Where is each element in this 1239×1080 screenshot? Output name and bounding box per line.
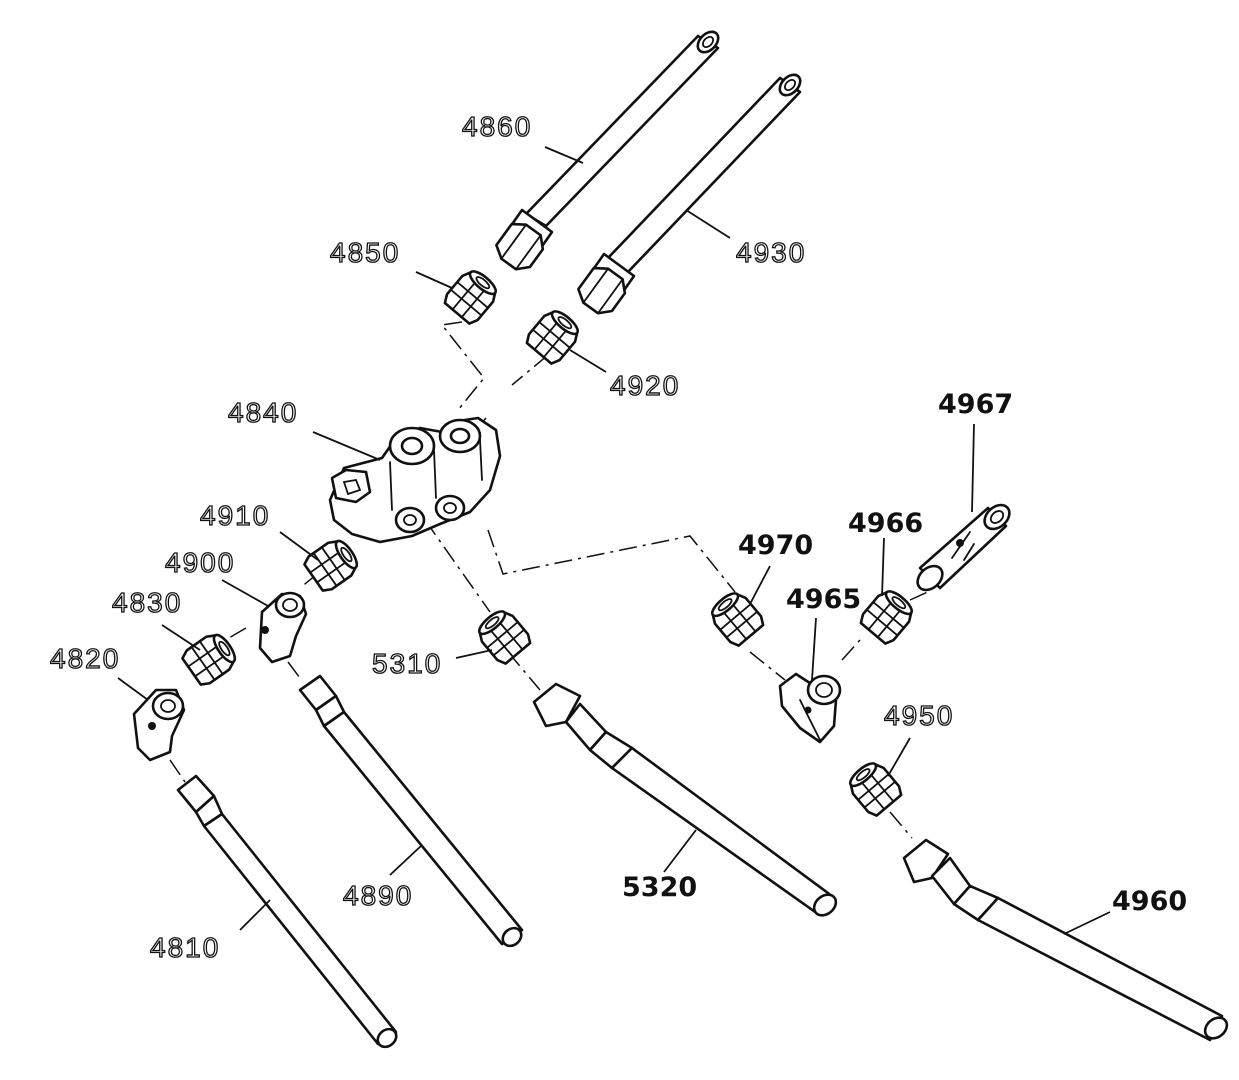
label-4910: 4910 (200, 500, 270, 531)
part-4900-elbow (258, 591, 308, 664)
part-4960-hose (902, 838, 1229, 1042)
leader-lines (117, 146, 1111, 935)
label-4970: 4970 (738, 530, 813, 561)
part-4970-fitting (704, 585, 768, 650)
part-4965-tee (778, 672, 842, 744)
label-4960: 4960 (1112, 886, 1187, 917)
label-5320: 5320 (622, 872, 697, 903)
part-4860-tube (490, 30, 720, 277)
part-4850-fitting (440, 263, 504, 328)
part-4967-cylinder (916, 503, 1011, 592)
part-4910-fitting (300, 533, 365, 596)
part-labels: 4860 4930 4850 4920 4840 4910 4900 4830 … (49, 110, 1187, 963)
label-4860: 4860 (462, 111, 532, 142)
label-4820: 4820 (50, 643, 120, 674)
part-4966-fitting (856, 583, 920, 648)
label-4850: 4850 (330, 237, 400, 268)
label-4840: 4840 (228, 397, 298, 428)
part-4930-tube (572, 73, 802, 321)
label-4830: 4830 (112, 587, 182, 618)
part-5320-hose (532, 682, 838, 917)
label-4890: 4890 (343, 880, 413, 911)
label-4966: 4966 (848, 508, 923, 539)
label-4950: 4950 (884, 700, 954, 731)
label-4965: 4965 (786, 584, 861, 615)
part-4840-manifold (328, 416, 502, 544)
label-4930: 4930 (736, 237, 806, 268)
part-4810-tube (176, 774, 398, 1049)
label-4920: 4920 (610, 370, 680, 401)
part-4890-tube (298, 674, 524, 948)
part-4920-fitting (522, 303, 586, 368)
label-4810: 4810 (150, 932, 220, 963)
part-4950-fitting (842, 755, 906, 820)
label-4900: 4900 (165, 547, 235, 578)
label-5310: 5310 (372, 648, 442, 679)
part-4830-fitting (178, 627, 243, 690)
label-4967: 4967 (938, 389, 1013, 420)
part-5310-fitting (471, 603, 535, 668)
part-4820-elbow (132, 688, 186, 762)
